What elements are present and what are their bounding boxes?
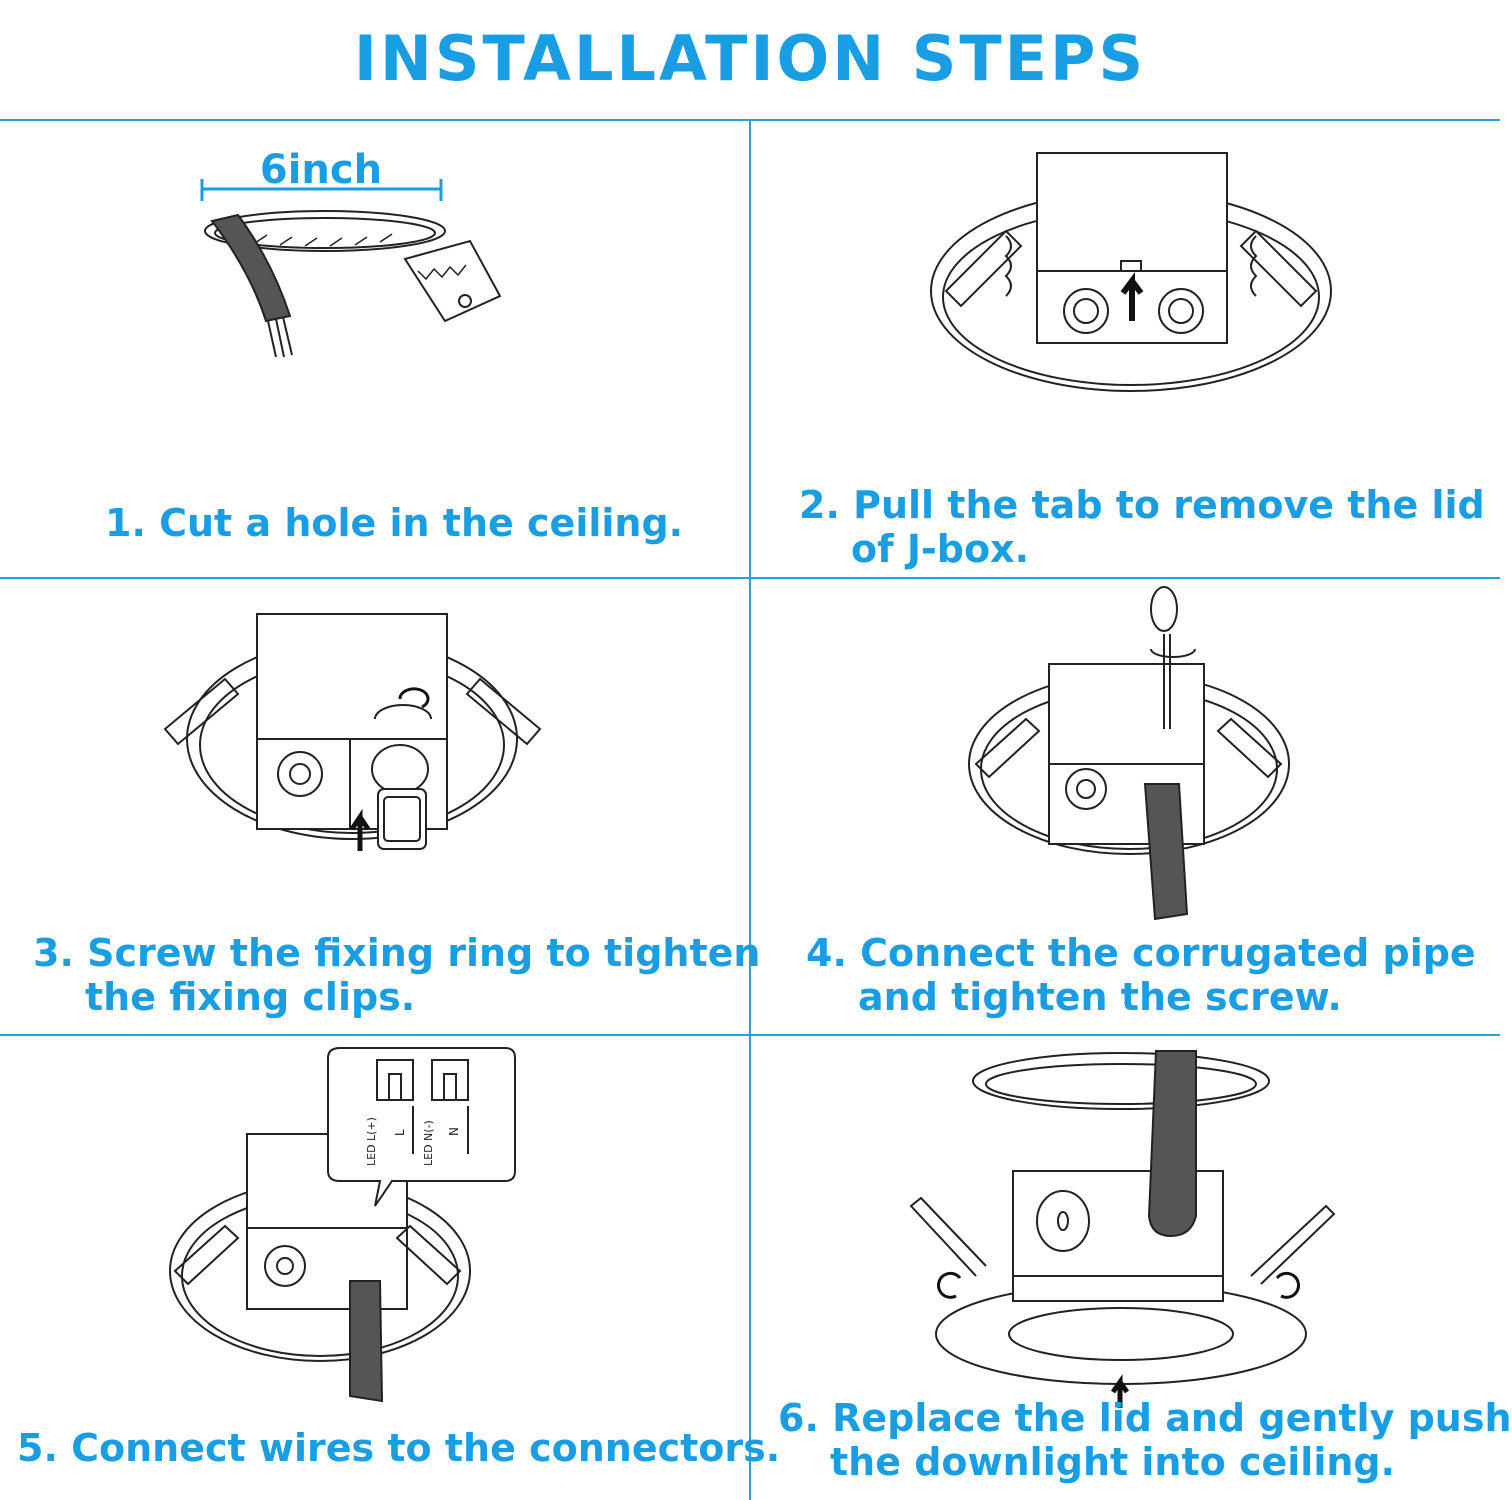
connector-right-label: LED N(-) xyxy=(422,1120,435,1166)
step-4-line-2: and tighten the screw. xyxy=(858,975,1342,1019)
fixing-ring-illustration xyxy=(163,613,542,851)
connector-right-letter: N xyxy=(447,1127,461,1136)
step-2-panel: 2. Pull the tab to remove the lid of J-b… xyxy=(751,121,1500,577)
step-6-caption: 6. Replace the lid and gently push the d… xyxy=(778,1396,1512,1484)
step-1-line-1: 1. Cut a hole in the ceiling. xyxy=(105,501,684,545)
ceiling-hole-illustration: 6inch xyxy=(200,147,502,358)
step-4-line-1: 4. Connect the corrugated pipe xyxy=(806,931,1476,975)
step-6-line-2: the downlight into ceiling. xyxy=(830,1440,1396,1484)
step-3-line-1: 3. Screw the fixing ring to tighten xyxy=(33,931,761,975)
step-1-panel: 6inch 1. Cut a hole in the ceiling. xyxy=(0,121,749,577)
divider-vertical xyxy=(749,119,751,1500)
step-6-line-1: 6. Replace the lid and gently push xyxy=(778,1396,1512,1440)
step-2-line-2: of J-box. xyxy=(851,527,1030,571)
push-into-ceiling-illustration xyxy=(909,1050,1336,1408)
step-3-line-2: the fixing clips. xyxy=(85,975,416,1019)
step-3-panel: 3. Screw the fixing ring to tighten the … xyxy=(0,579,760,1034)
jbox-lid-illustration xyxy=(930,152,1332,392)
corrugated-pipe-illustration xyxy=(968,586,1290,921)
page-title: INSTALLATION STEPS xyxy=(353,22,1147,95)
step-2-line-1: 2. Pull the tab to remove the lid xyxy=(799,483,1485,527)
dimension-label: 6inch xyxy=(260,147,382,193)
connector-left-label: LED L(+) xyxy=(365,1117,378,1166)
step-2-caption: 2. Pull the tab to remove the lid of J-b… xyxy=(799,483,1485,571)
step-5-line-1: 5. Connect wires to the connectors. xyxy=(17,1426,781,1470)
step-4-caption: 4. Connect the corrugated pipe and tight… xyxy=(806,931,1476,1019)
wire-connection-illustration: LED L(+) L LED N(-) N xyxy=(169,1047,516,1403)
step-3-caption: 3. Screw the fixing ring to tighten the … xyxy=(33,931,760,1019)
step-4-panel: 4. Connect the corrugated pipe and tight… xyxy=(751,579,1500,1034)
step-1-caption: 1. Cut a hole in the ceiling. xyxy=(105,501,683,545)
step-6-panel: 6. Replace the lid and gently push the d… xyxy=(751,1036,1512,1500)
connector-left-letter: L xyxy=(393,1129,407,1136)
step-5-caption: 5. Connect wires to the connectors. xyxy=(17,1426,780,1470)
step-5-panel: LED L(+) L LED N(-) N 5. Connect wires t… xyxy=(0,1036,780,1500)
